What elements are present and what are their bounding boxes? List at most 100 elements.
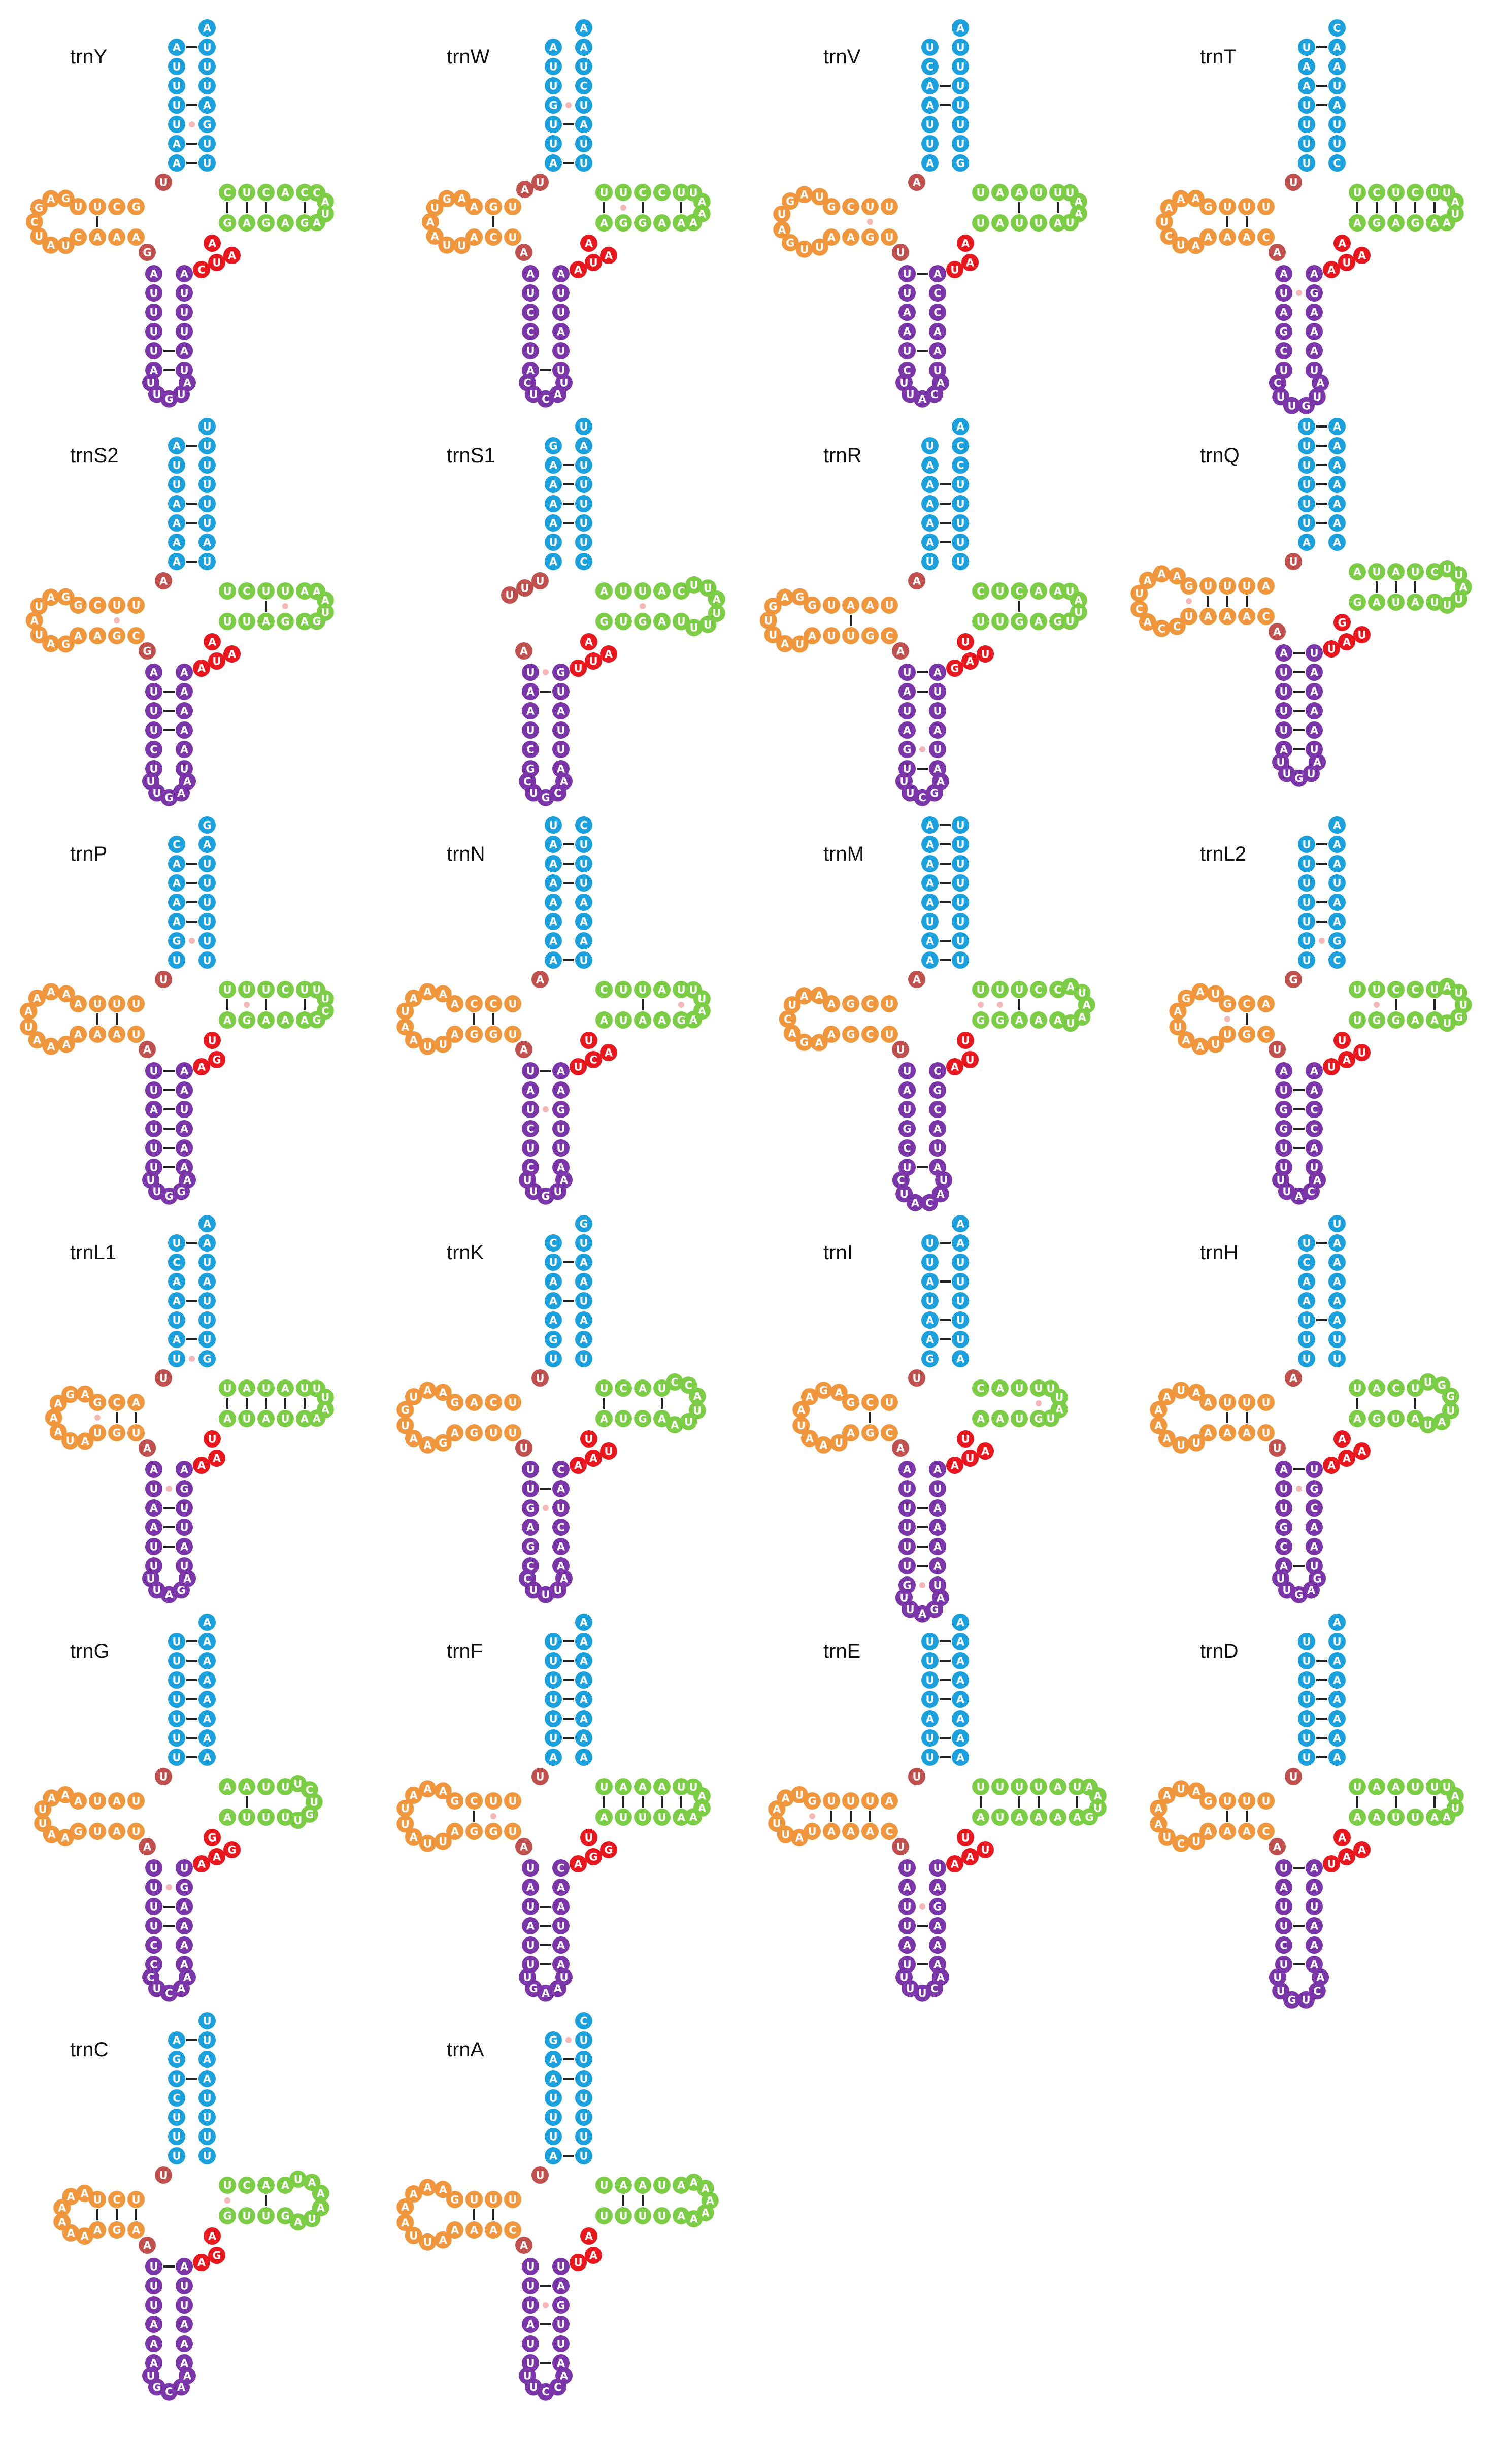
variable-loop-nt: A: [977, 1442, 994, 1460]
svg-text:U: U: [1302, 1752, 1311, 1764]
d-stem-nt: U: [465, 2191, 483, 2208]
svg-text:A: A: [605, 648, 613, 661]
d-stem-nt: U: [89, 2191, 106, 2208]
anticodon-loop-nt: A: [932, 374, 949, 391]
anticodon-stem-nt: A: [1306, 1956, 1323, 1973]
svg-text:C: C: [1165, 231, 1173, 243]
anticodon-stem-nt: C: [1306, 1499, 1323, 1517]
svg-text:U: U: [300, 1383, 309, 1395]
svg-text:A: A: [203, 2073, 212, 2085]
svg-text:A: A: [423, 1385, 432, 1397]
svg-text:A: A: [1196, 1040, 1205, 1053]
d-stem-nt: U: [881, 1026, 898, 1043]
t-stem-nt: U: [219, 981, 236, 998]
anticodon-stem-nt: U: [176, 1519, 193, 1536]
anticodon-stem-nt: G: [552, 2296, 570, 2314]
t-stem-nt: A: [1368, 594, 1385, 611]
acceptor-stem-nt: U: [198, 2089, 216, 2107]
svg-text:A: A: [47, 193, 55, 205]
d-loop-nt: A: [1187, 237, 1205, 254]
anticodon-stem-nt: U: [176, 304, 193, 321]
svg-text:A: A: [439, 2234, 448, 2246]
connector-nt: U: [580, 1430, 597, 1448]
anticodon-stem-nt: A: [522, 1879, 539, 1896]
svg-text:A: A: [203, 2054, 212, 2066]
svg-text:U: U: [39, 1803, 47, 1816]
svg-text:A: A: [228, 648, 237, 661]
svg-text:U: U: [579, 2054, 588, 2066]
svg-text:A: A: [549, 479, 558, 491]
t-stem-nt: U: [1011, 1379, 1028, 1397]
svg-text:U: U: [925, 1674, 934, 1687]
anticodon-stem-nt: A: [552, 323, 570, 340]
svg-text:U: U: [203, 858, 211, 870]
svg-text:U: U: [1357, 1047, 1366, 1059]
anticodon-loop-nt: A: [179, 1171, 196, 1189]
d-stem-nt: U: [504, 2191, 521, 2208]
acceptor-stem-nt: U: [168, 1652, 185, 1669]
svg-text:G: G: [61, 638, 70, 650]
svg-text:U: U: [172, 2112, 181, 2124]
connector-nt: U: [204, 1430, 221, 1448]
svg-text:A: A: [401, 1021, 410, 1033]
svg-text:A: A: [203, 100, 212, 112]
svg-text:A: A: [113, 1795, 121, 1808]
t-stem-nt: U: [1426, 184, 1443, 201]
svg-text:C: C: [580, 2015, 587, 2027]
svg-text:A: A: [1015, 1014, 1024, 1027]
acceptor-stem-nt: A: [575, 1691, 592, 1708]
acceptor-stem-nt: A: [198, 1749, 216, 1766]
t-stem-nt: U: [615, 2207, 632, 2224]
svg-text:U: U: [1332, 877, 1341, 890]
acceptor-stem-nt: U: [545, 116, 562, 133]
svg-text:U: U: [961, 1832, 970, 1844]
acceptor-tail-nt: G: [575, 1215, 592, 1232]
svg-text:G: G: [470, 1029, 478, 1041]
d-stem-nt: U: [108, 597, 125, 614]
svg-text:U: U: [131, 1029, 140, 1041]
svg-text:A: A: [313, 1412, 321, 1425]
acceptor-stem-nt: A: [168, 874, 185, 892]
svg-text:A: A: [173, 1295, 181, 1307]
svg-text:A: A: [301, 1413, 309, 1425]
svg-text:A: A: [180, 345, 189, 357]
t-stem-nt: U: [1349, 184, 1366, 201]
svg-text:A: A: [1430, 217, 1439, 229]
svg-text:U: U: [203, 498, 211, 510]
t-stem-nt: G: [257, 214, 275, 232]
acceptor-stem-nt: U: [575, 836, 592, 853]
svg-text:A: A: [933, 268, 942, 280]
acceptor-stem-nt: U: [1298, 1691, 1315, 1708]
anticodon-stem-nt: C: [1275, 342, 1292, 359]
d-loop-nt: U: [419, 1037, 437, 1055]
d-loop-nt: A: [419, 1382, 437, 1399]
svg-text:A: A: [1192, 1785, 1201, 1797]
svg-text:U: U: [712, 608, 721, 620]
anticodon-loop-nt: A: [932, 1589, 949, 1606]
svg-text:U: U: [579, 2150, 588, 2162]
svg-text:U: U: [281, 1812, 289, 1824]
svg-text:U: U: [203, 955, 211, 967]
svg-text:U: U: [1242, 1795, 1251, 1808]
svg-text:G: G: [808, 600, 816, 612]
svg-text:A: A: [1333, 421, 1342, 433]
svg-text:U: U: [549, 1636, 557, 1648]
svg-text:A: A: [243, 1781, 251, 1793]
svg-text:U: U: [489, 2194, 497, 2206]
svg-text:U: U: [559, 377, 568, 389]
svg-text:C: C: [262, 187, 270, 199]
svg-text:G: G: [112, 2224, 121, 2237]
d-stem-nt: U: [485, 2191, 502, 2208]
svg-text:U: U: [1302, 1237, 1311, 1250]
svg-text:A: A: [1280, 1065, 1288, 1077]
acceptor-stem-nt: A: [1328, 418, 1346, 435]
anticodon-stem-nt: A: [145, 2316, 162, 2333]
t-stem-nt: U: [1368, 563, 1385, 580]
anticodon-stem-nt: C: [898, 1139, 916, 1157]
svg-text:U: U: [149, 307, 158, 319]
svg-text:G: G: [93, 1397, 102, 1409]
acceptor-stem-nt: A: [1298, 1292, 1315, 1309]
anticodon-stem-nt: A: [1275, 265, 1292, 282]
acceptor-stem-nt: U: [198, 2128, 216, 2145]
d-stem-nt: A: [823, 1823, 840, 1840]
